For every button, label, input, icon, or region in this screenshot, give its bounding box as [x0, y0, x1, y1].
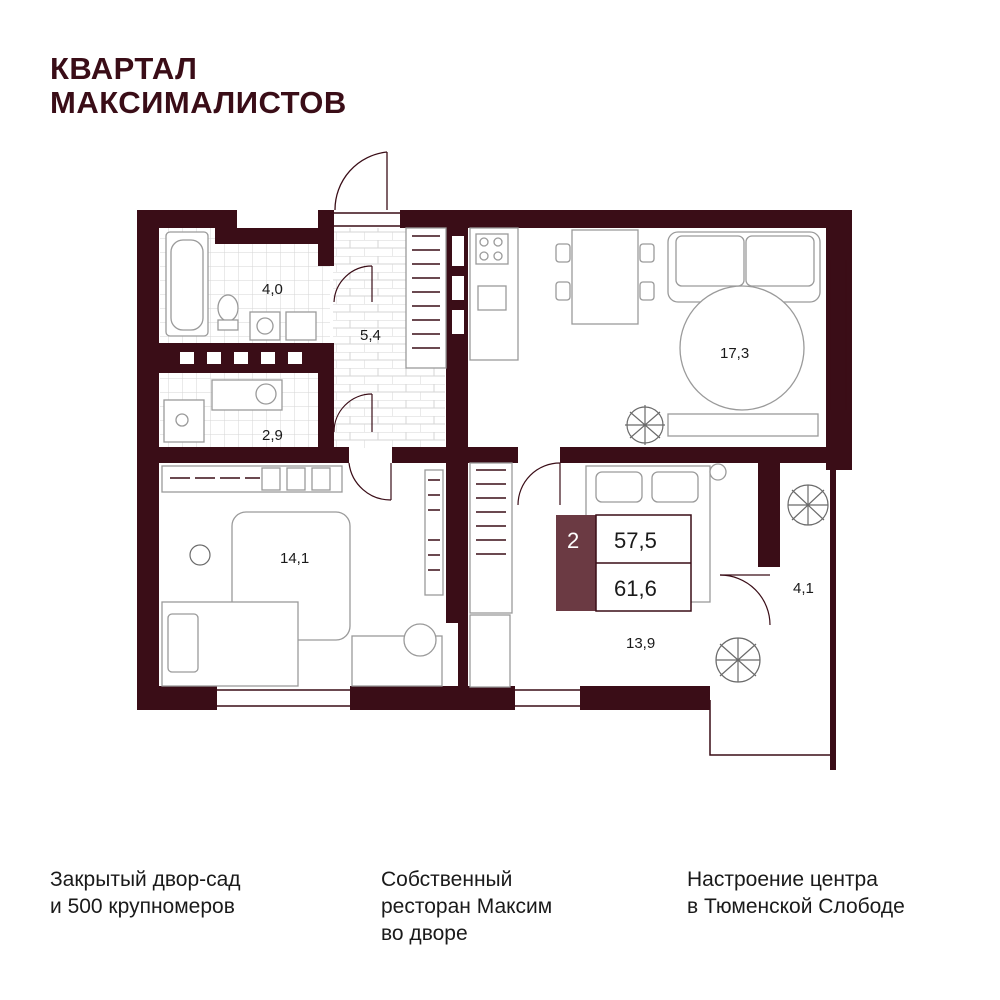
page-title: КВАРТАЛ МАКСИМАЛИСТОВ — [50, 52, 347, 120]
area-kitchen-living: 17,3 — [720, 345, 749, 362]
living-area-value: 57,5 — [614, 528, 657, 553]
area-bathroom: 4,0 — [262, 281, 283, 298]
feature-center-line-2: в Тюменской Слободе — [687, 895, 905, 918]
feature-garden-line-1: Закрытый двор-сад — [50, 868, 241, 891]
summary-box: 2 57,5 61,6 — [556, 514, 692, 612]
hangers — [170, 235, 506, 571]
area-balcony: 4,1 — [793, 580, 814, 597]
total-area-value: 61,6 — [614, 576, 657, 601]
feature-restaurant-line-3: во дворе — [381, 922, 468, 945]
title-line-1: КВАРТАЛ — [50, 51, 198, 86]
feature-restaurant-line-2: ресторан Максим — [381, 895, 553, 918]
divider-openings — [180, 352, 302, 364]
feature-garden-line-2: и 500 крупномеров — [50, 895, 235, 918]
furniture — [161, 227, 821, 688]
plants — [189, 405, 829, 683]
area-toilet: 2,9 — [262, 427, 283, 444]
rooms-count: 2 — [567, 528, 579, 553]
feature-center-line-1: Настроение центра — [687, 868, 878, 891]
entrance-door — [334, 151, 388, 211]
feature-center: Настроение центра в Тюменской Слободе — [687, 866, 905, 920]
kitchen-pillars — [452, 236, 464, 334]
area-bedroom-right: 13,9 — [626, 635, 655, 652]
feature-garden: Закрытый двор-сад и 500 крупномеров — [50, 866, 241, 920]
rooms-count-cell — [556, 515, 596, 611]
area-hallway: 5,4 — [360, 327, 381, 344]
windows — [217, 212, 847, 756]
feature-restaurant: Собственный ресторан Максим во дворе — [381, 866, 552, 947]
title-line-2: МАКСИМАЛИСТОВ — [50, 85, 347, 120]
area-bedroom-left: 14,1 — [280, 550, 309, 567]
interior-doors — [333, 265, 771, 626]
feature-restaurant-line-1: Собственный — [381, 868, 513, 891]
